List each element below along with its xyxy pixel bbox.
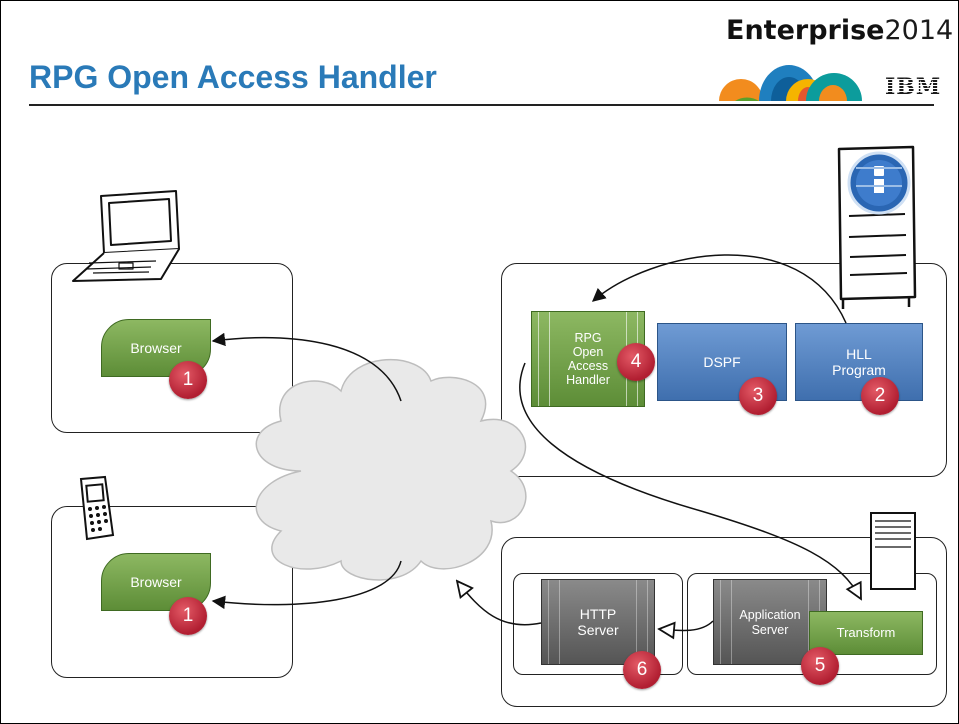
title-divider (29, 104, 934, 106)
step-badge-3: 3 (739, 377, 777, 415)
arrow-appserver-to-http (659, 620, 714, 631)
arrow-http-to-cloud (457, 581, 542, 626)
arrow-program-to-handler (591, 254, 847, 324)
network-cloud (255, 359, 527, 581)
transform-label: Transform (836, 625, 896, 640)
step-badge-2: 2 (861, 377, 899, 415)
appserver-label-line: Application (739, 608, 801, 622)
handler-left-stripe (538, 312, 550, 406)
http-left-stripe (548, 580, 560, 664)
step-badge-1-mobile: 1 (169, 597, 207, 635)
mobile-phone-icon (79, 475, 115, 541)
http-server-label: HTTP Server (577, 606, 618, 638)
application-server-label: Application Server (739, 608, 800, 638)
event-logo-text: Enterprise2014 (726, 15, 953, 46)
document-stack-icon (870, 512, 916, 590)
http-server-component: HTTP Server (541, 579, 655, 665)
event-year: 2014 (884, 15, 954, 46)
handler-label: RPG Open Access Handler (566, 331, 610, 387)
slide-title: RPG Open Access Handler (29, 59, 437, 95)
handler-label-line: RPG (574, 331, 602, 345)
arrow-cloud-to-mobile-browser (211, 560, 402, 610)
mobile-browser-label: Browser (130, 574, 182, 590)
arrow-cloud-to-laptop-browser (211, 332, 402, 402)
step-badge-1-laptop: 1 (169, 361, 207, 399)
ibm-logo: IBM (885, 74, 942, 100)
handler-label-line: Handler (566, 373, 610, 387)
arrow-handler-to-transform (519, 362, 861, 599)
http-label-line: HTTP (579, 606, 617, 622)
laptop-icon (72, 190, 180, 282)
handler-label-line: Open (572, 345, 604, 359)
dspf-label: DSPF (703, 354, 741, 370)
hll-program-label: HLL Program (832, 346, 886, 378)
handler-label-line: Access (567, 359, 609, 373)
event-brand: Enterprise (726, 15, 885, 46)
hll-label-line: Program (832, 362, 886, 378)
step-badge-5: 5 (801, 647, 839, 685)
hll-program-component: HLL Program (795, 323, 923, 401)
http-label-line: Server (577, 622, 619, 638)
event-arc-logo (719, 65, 862, 101)
http-right-stripe (636, 580, 648, 664)
dspf-component: DSPF (657, 323, 787, 401)
transform-component: Transform (809, 611, 923, 655)
application-server-component: Application Server (713, 579, 827, 665)
step-badge-4: 4 (617, 343, 655, 381)
hll-label-line: HLL (846, 346, 872, 362)
appserver-left-stripe (720, 580, 732, 664)
step-badge-6: 6 (623, 651, 661, 689)
ibm-i-for-business-badge (847, 151, 911, 215)
laptop-browser-label: Browser (130, 340, 182, 356)
appserver-label-line: Server (751, 623, 789, 637)
